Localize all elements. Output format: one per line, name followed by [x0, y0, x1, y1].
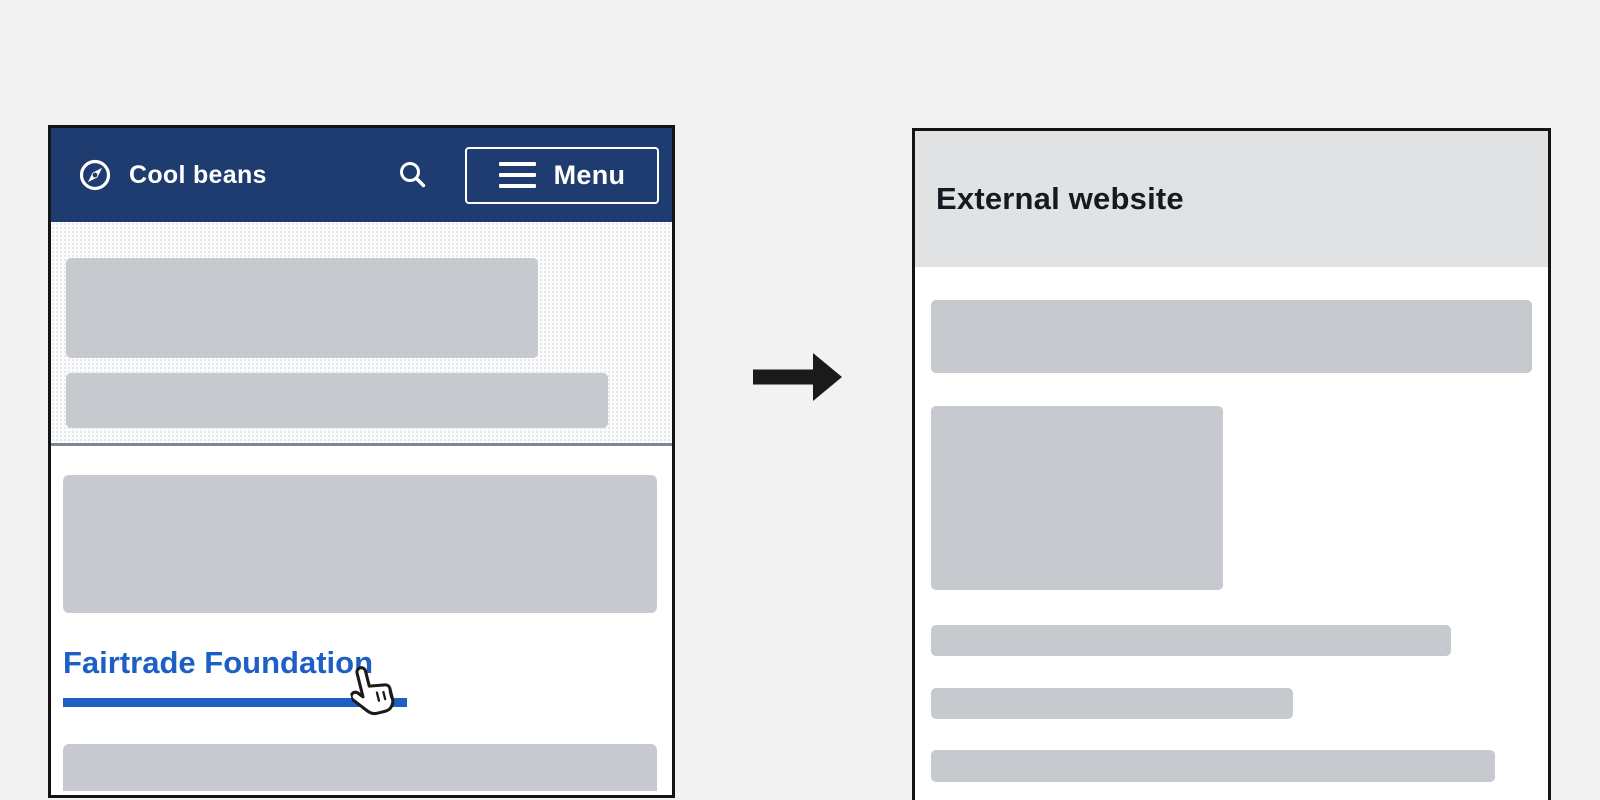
placeholder-text-line	[931, 688, 1293, 719]
source-website-panel: Cool beans Menu Fairtrade Foundation	[48, 125, 675, 798]
external-link[interactable]: Fairtrade Foundation	[63, 645, 373, 680]
search-icon[interactable]	[397, 159, 429, 191]
placeholder-paragraph-block	[63, 475, 657, 613]
placeholder-image-block	[931, 406, 1223, 590]
external-site-body	[915, 267, 1548, 800]
placeholder-paragraph-block	[63, 744, 657, 791]
site-title: Cool beans	[129, 160, 267, 189]
external-site-header: External website	[915, 131, 1548, 267]
page-body-section: Fairtrade Foundation	[51, 446, 672, 792]
placeholder-heading-block	[66, 258, 538, 358]
right-arrow-icon	[753, 352, 843, 407]
placeholder-text-line	[931, 625, 1451, 656]
compass-logo-icon	[78, 158, 112, 192]
hero-section	[51, 222, 672, 446]
hamburger-icon	[498, 162, 536, 188]
hand-cursor-icon	[344, 657, 404, 730]
external-site-title: External website	[936, 181, 1184, 216]
placeholder-heading-block	[931, 300, 1532, 373]
link-underline	[63, 698, 407, 707]
menu-button-label: Menu	[553, 159, 626, 190]
placeholder-text-line	[931, 750, 1495, 782]
external-website-panel: External website	[912, 128, 1551, 800]
placeholder-subheading-block	[66, 373, 608, 428]
menu-button[interactable]: Menu	[465, 146, 659, 204]
site-header: Cool beans Menu	[51, 128, 672, 222]
